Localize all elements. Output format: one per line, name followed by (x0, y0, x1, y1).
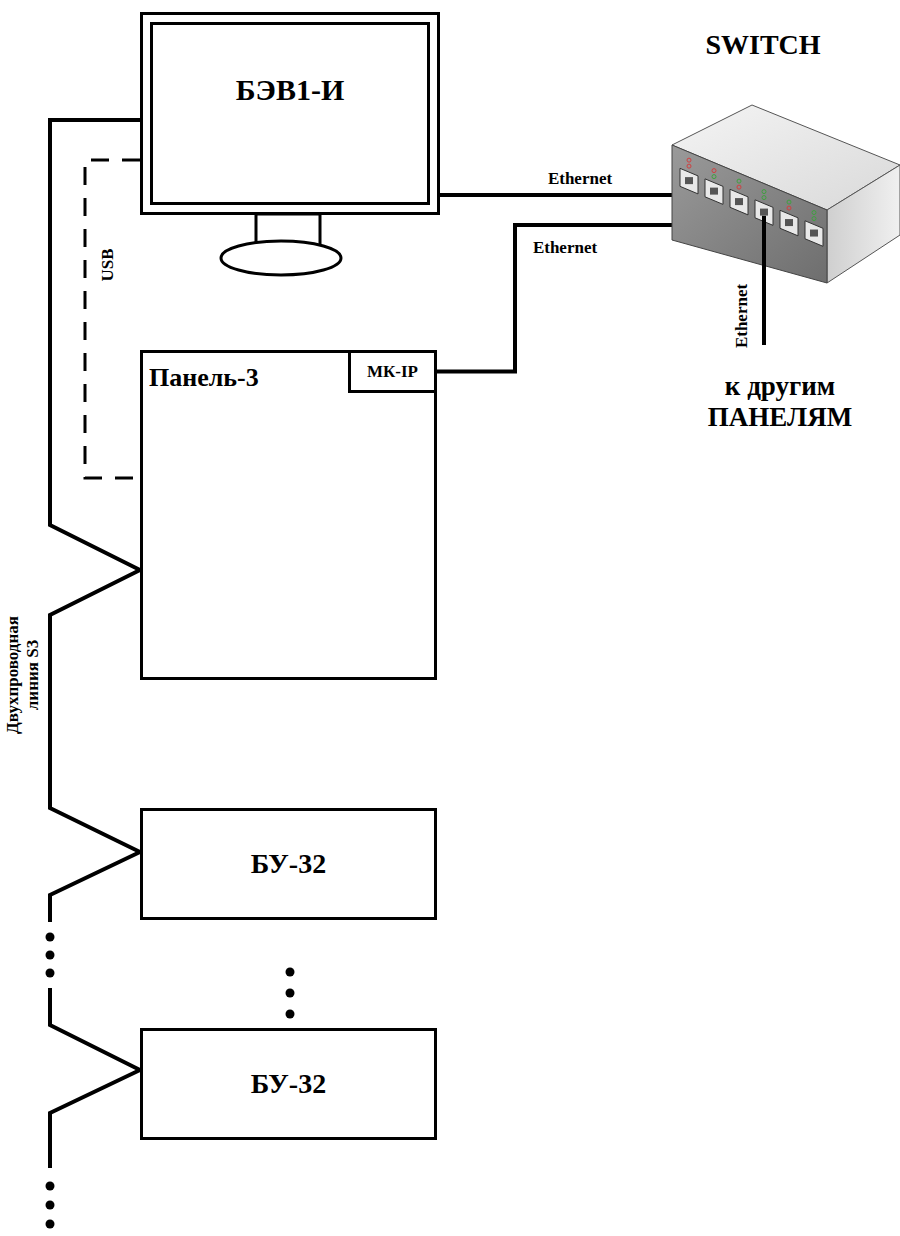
connector-label: Двухпроводная линия S3 (3, 598, 42, 752)
ethernet-wire (762, 283, 766, 345)
continuation-dot (46, 1201, 55, 1210)
continuation-dot (286, 1010, 295, 1019)
connector-label: Ethernet (531, 238, 599, 258)
ethernet-port (780, 200, 798, 236)
cable-label: Ethernet (732, 284, 752, 348)
continuation-dot (46, 933, 55, 942)
continuation-dot (286, 989, 295, 998)
switch-illustration (672, 105, 900, 285)
node-label: БЭВ1-И (143, 15, 437, 107)
node-label: БУ-32 (143, 811, 434, 917)
monitor-screen (150, 22, 430, 205)
control-block: БУ-32 (140, 1028, 437, 1140)
node-label: Панель-3 (149, 363, 259, 393)
ethernet-cable (440, 193, 672, 197)
panel-box: МК-IP Панель-3 (140, 350, 437, 680)
destination-note: к другим ПАНЕЛЯМ (685, 371, 875, 433)
usb-cable (85, 160, 140, 478)
connector-label: Ethernet (546, 169, 614, 189)
continuation-dot (46, 951, 55, 960)
node-label: МК-IP (351, 353, 434, 390)
node-label: SWITCH (662, 29, 864, 61)
s3-line (50, 120, 140, 570)
switch-side (827, 165, 900, 283)
ethernet-port (680, 158, 698, 194)
continuation-dot (46, 1182, 55, 1191)
ethernet-wire (762, 216, 766, 284)
network-switch: SWITCH (672, 105, 900, 285)
monitor-base (221, 241, 341, 275)
ethernet-port (730, 179, 748, 215)
continuation-dot (46, 969, 55, 978)
s3-line (50, 852, 140, 1070)
ethernet-port (705, 169, 723, 205)
continuation-dot (46, 1220, 55, 1229)
connector-label: USB (98, 246, 118, 283)
continuation-dot (286, 968, 295, 977)
line-gap (38, 922, 62, 988)
module-box: МК-IP (348, 350, 437, 393)
s3-line (50, 570, 140, 852)
node-label: БУ-32 (143, 1031, 434, 1137)
switch-front (672, 145, 827, 283)
ethernet-cable (437, 225, 672, 372)
ethernet-port (805, 211, 823, 247)
control-block: БУ-32 (140, 808, 437, 920)
s3-line-continuation (50, 1070, 140, 1168)
monitor-unit: БЭВ1-И (140, 12, 440, 215)
